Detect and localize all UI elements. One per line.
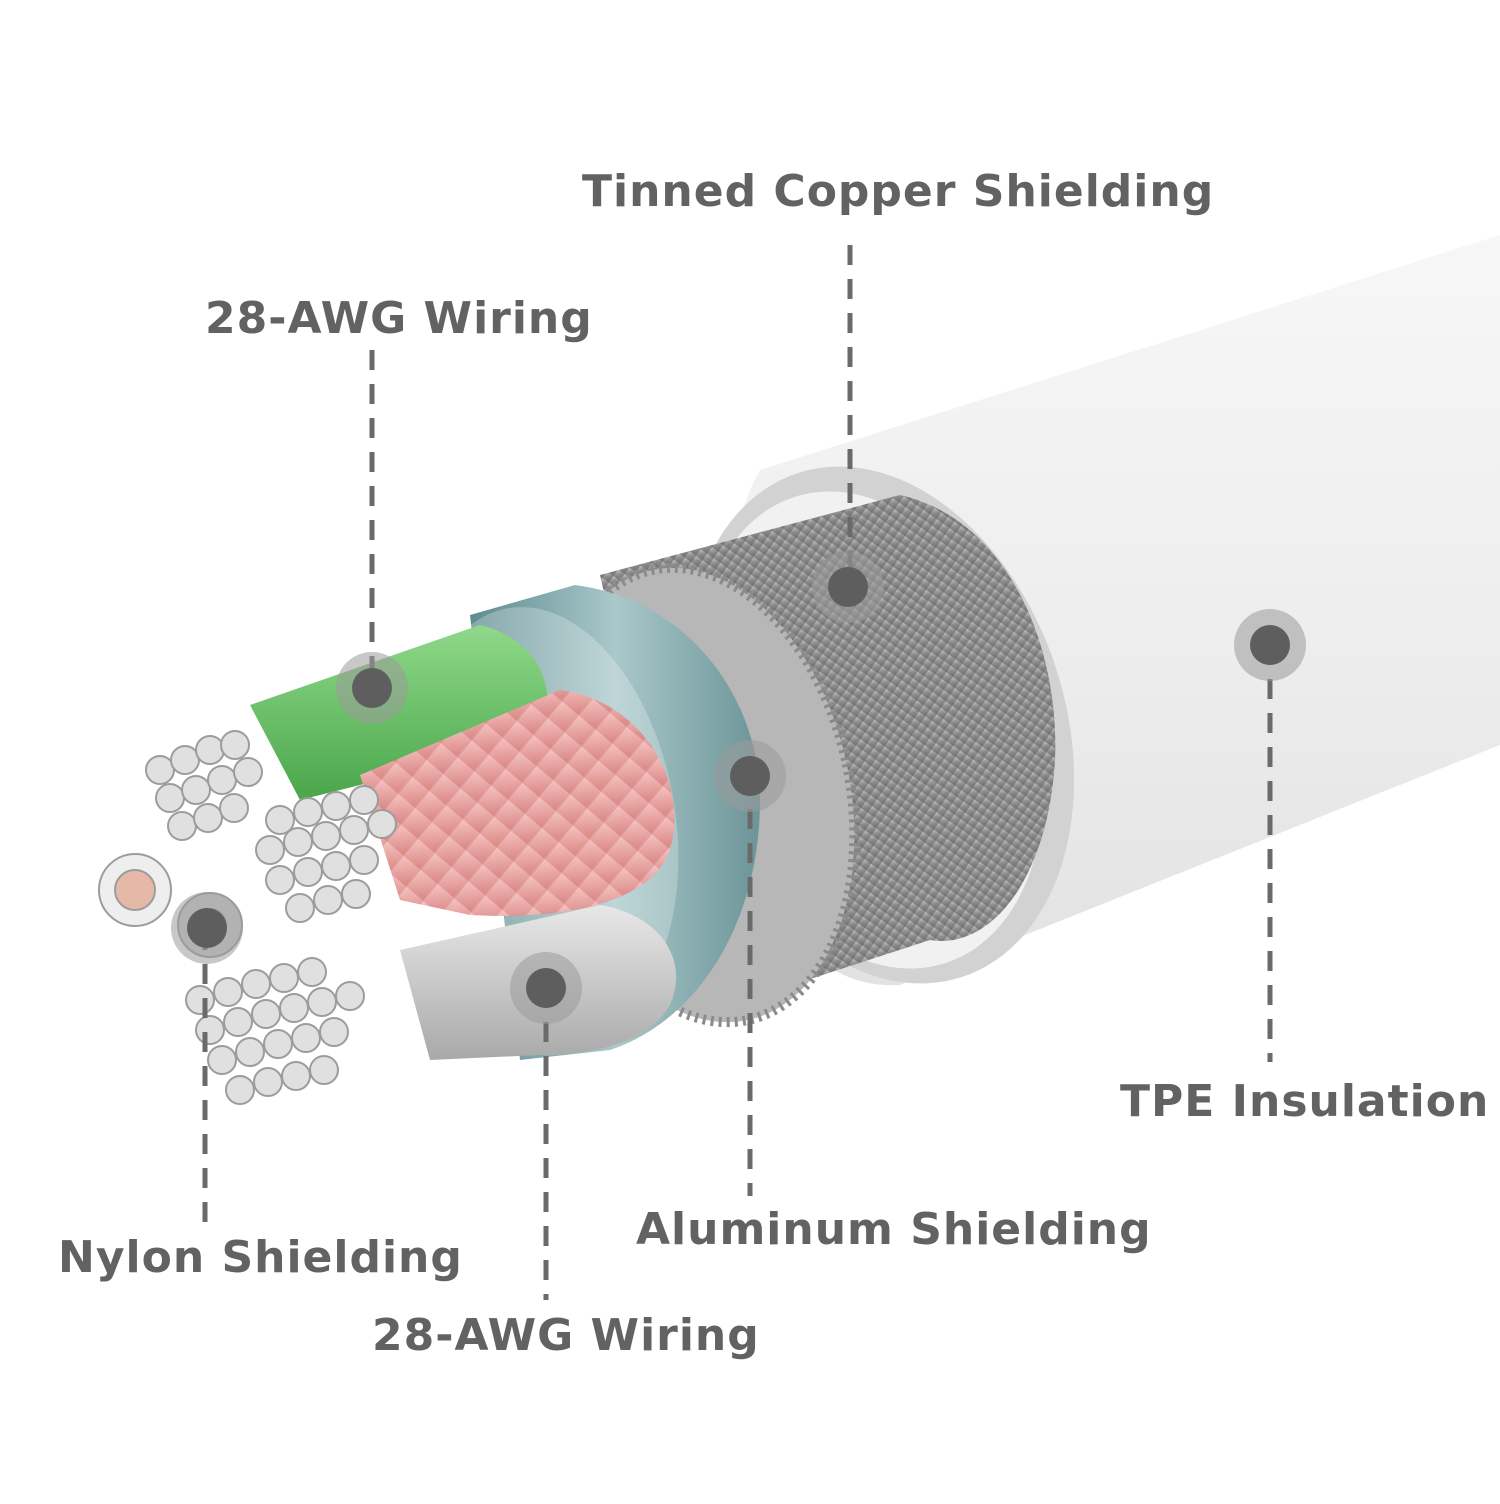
label-28-awg-wiring-top: 28-AWG Wiring — [205, 293, 593, 344]
strand-bundle-pink-wire — [255, 785, 397, 923]
pink-wire — [360, 690, 675, 916]
label-tinned-copper-shielding: Tinned Copper Shielding — [582, 166, 1215, 217]
callout-markers — [171, 551, 1306, 1024]
marker-tpe — [1234, 609, 1306, 681]
label-nylon-shielding: Nylon Shielding — [58, 1232, 463, 1283]
marker-aluminum — [714, 740, 786, 812]
conductor-strands — [98, 730, 397, 1105]
leader-lines — [202, 245, 1273, 1300]
marker-awg-bottom — [510, 952, 582, 1024]
strand-bundle-bottom — [185, 957, 365, 1105]
marker-awg-top — [336, 652, 408, 724]
label-tpe-insulation: TPE Insulation — [1120, 1076, 1490, 1127]
label-aluminum-shielding: Aluminum Shielding — [636, 1204, 1152, 1255]
inner-wires — [250, 625, 677, 1060]
strand-bundle-center-copper — [98, 853, 172, 927]
label-28-awg-wiring-bottom: 28-AWG Wiring — [372, 1310, 760, 1361]
strand-bundle-top — [145, 730, 263, 841]
marker-tinned-copper — [812, 551, 884, 623]
marker-nylon — [171, 892, 243, 964]
